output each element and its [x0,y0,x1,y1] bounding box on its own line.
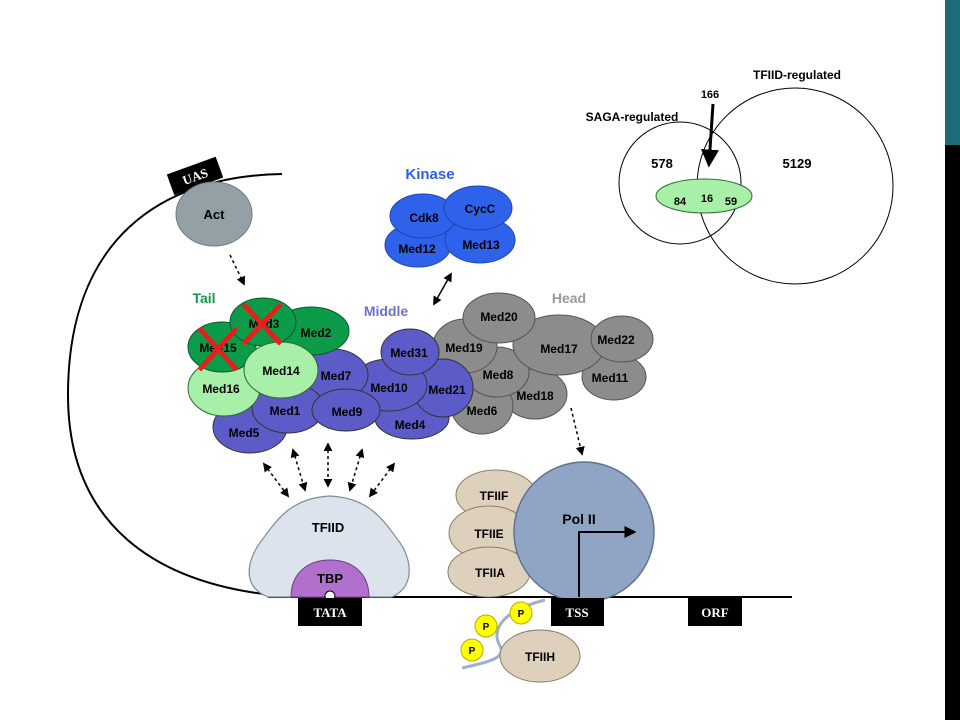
med13-label: Med13 [462,238,500,252]
gtf-stack: TFIIF TFIIE TFIIA [447,469,537,598]
venn-saga-label: SAGA-regulated [586,110,679,124]
head-title: Head [552,290,586,306]
venn-diagram: SAGA-regulated TFIID-regulated 166 578 5… [586,68,894,285]
head-to-pol2-arrow [570,407,585,456]
med1-label: Med1 [270,404,301,418]
venn-tfiid-only-count: 5129 [783,156,812,171]
med14-label: Med14 [262,364,300,378]
tata-label: TATA [313,605,347,620]
med19-label: Med19 [445,341,483,355]
med20-subunit [462,292,536,344]
med31-subunit [380,328,440,376]
tfiih-label: TFIIH [525,650,555,664]
act-to-tail-arrow [229,254,245,286]
venn-green-right-count: 59 [725,196,737,208]
tail-module: Med3 Med15 Med2 Med16 Med14 [187,297,350,417]
tata-box: TATA [298,598,362,626]
med16-label: Med16 [202,382,240,396]
tail-title: Tail [192,290,215,306]
tss-label: TSS [565,605,588,620]
uas-box: UAS [166,156,224,196]
head-module: Med20 Med19 Med17 Med22 Med8 Med11 Med18… [432,292,654,435]
med22-subunit [590,315,654,363]
med12-label: Med12 [398,242,436,256]
med22-label: Med22 [597,333,635,347]
med8-label: Med8 [483,368,514,382]
dna-loop [66,173,296,598]
phospho-1-label: P [518,609,525,620]
activator: Act [175,181,253,247]
med4-label: Med4 [395,418,426,432]
med17-label: Med17 [540,342,578,356]
kinase-link-arrow [433,272,452,306]
accent-bar-top [945,0,960,145]
mediator-tfiid-arrows [262,442,396,498]
venn-saga-circle [618,121,742,245]
tfiih: TFIIH [499,629,581,683]
venn-green-ellipse [655,178,753,214]
pol2: Pol II [513,461,655,603]
med2-label: Med2 [301,326,332,340]
tbp-shape [290,559,370,598]
med31-label: Med31 [390,346,428,360]
orf-label: ORF [701,605,729,620]
pol2-label: Pol II [562,511,595,527]
tfiid-complex: TFIID TBP [248,495,410,602]
tfiie-label: TFIIE [474,527,503,541]
med21-label: Med21 [428,383,466,397]
kinase-module: Cdk8 CycC Med12 Med13 [384,185,516,268]
phospho-1 [509,601,533,625]
kinase-title: Kinase [405,166,454,183]
med7-label: Med7 [321,369,352,383]
med3-deletion-cross [241,302,283,346]
phospho-marks: P P P [460,601,533,662]
tbp-label: TBP [317,571,343,586]
med10-label: Med10 [370,381,408,395]
venn-green-mid-count: 16 [701,193,713,205]
med5-label: Med5 [229,426,260,440]
activator-label: Act [204,207,226,222]
tfiid-shape [248,495,410,598]
cdk8-label: Cdk8 [409,211,439,225]
med20-label: Med20 [480,310,518,324]
tfiia-label: TFIIA [475,566,505,580]
tss-box: TSS [551,598,604,626]
venn-saga-only-count: 578 [651,156,673,171]
tfiif-label: TFIIF [480,489,509,503]
med9-subunit [311,388,381,432]
med6-label: Med6 [467,404,498,418]
venn-overlap-count: 166 [701,89,719,101]
phospho-3 [460,638,484,662]
phospho-3-label: P [469,646,476,657]
cycc-subunit [443,185,513,231]
med18-label: Med18 [516,389,554,403]
phospho-2-label: P [483,622,490,633]
med9-label: Med9 [332,405,363,419]
orf-box: ORF [688,598,742,626]
med15-deletion-cross [197,326,239,372]
middle-title: Middle [364,303,409,319]
venn-green-left-count: 84 [674,196,687,208]
tss-direction-arrow [578,526,637,597]
cycc-label: CycC [465,202,496,216]
venn-tfiid-label: TFIID-regulated [753,68,841,82]
tfiih-shape [499,629,581,683]
accent-bar-bottom [945,145,960,720]
phospho-2 [474,614,498,638]
med11-label: Med11 [592,371,629,385]
tfiid-label: TFIID [312,520,345,535]
venn-overlap-arrow [700,103,719,168]
